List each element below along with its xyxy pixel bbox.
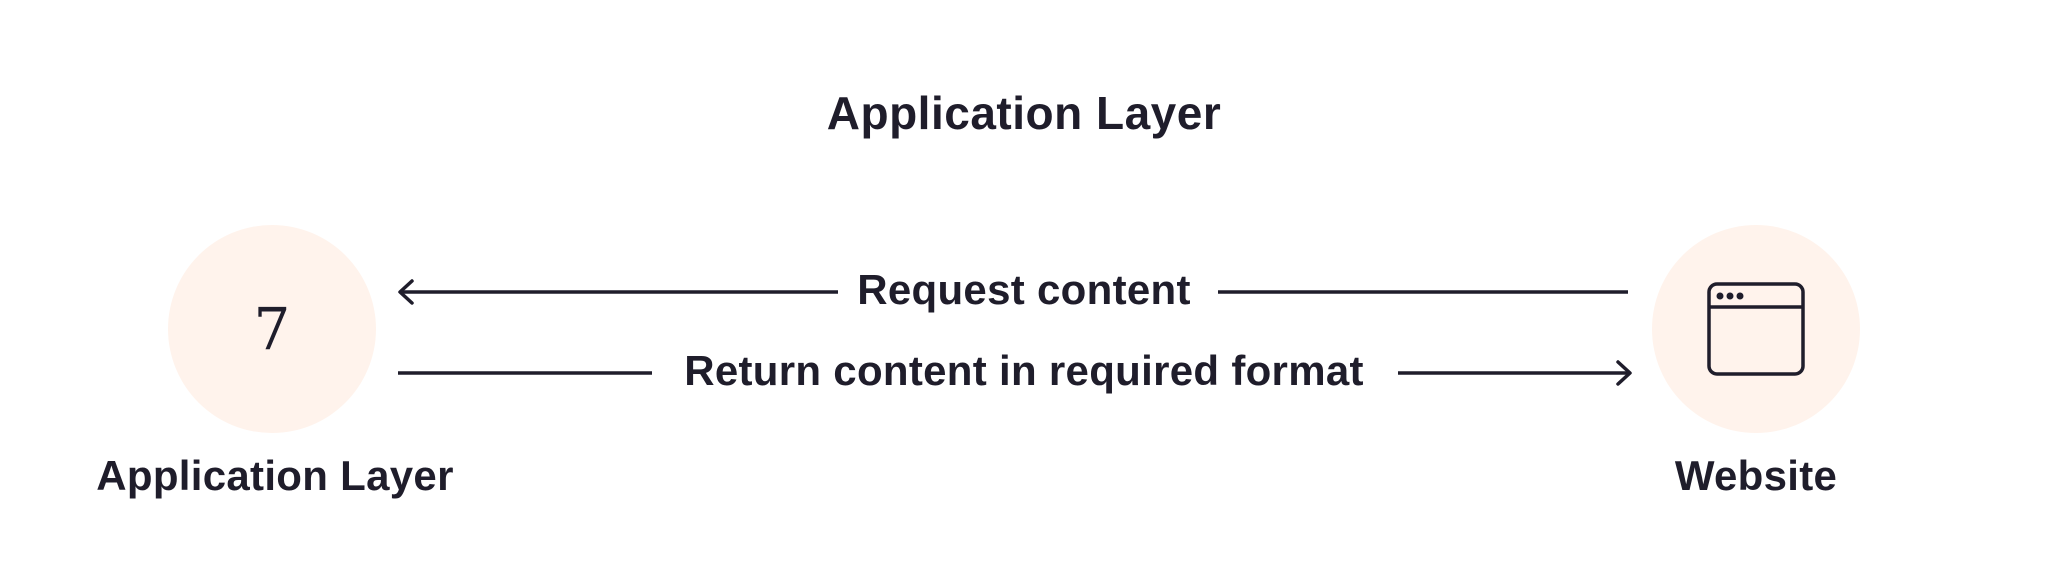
application-layer-node: 7 (168, 225, 376, 433)
browser-window-icon (1707, 282, 1805, 376)
request-arrow (398, 279, 1628, 305)
diagram-title: Application Layer (826, 87, 1222, 139)
website-node (1652, 225, 1860, 433)
return-arrow (398, 360, 1632, 386)
website-label: Website (1674, 452, 1838, 499)
application-layer-label: Application Layer (96, 452, 454, 499)
layer-number: 7 (253, 295, 291, 363)
